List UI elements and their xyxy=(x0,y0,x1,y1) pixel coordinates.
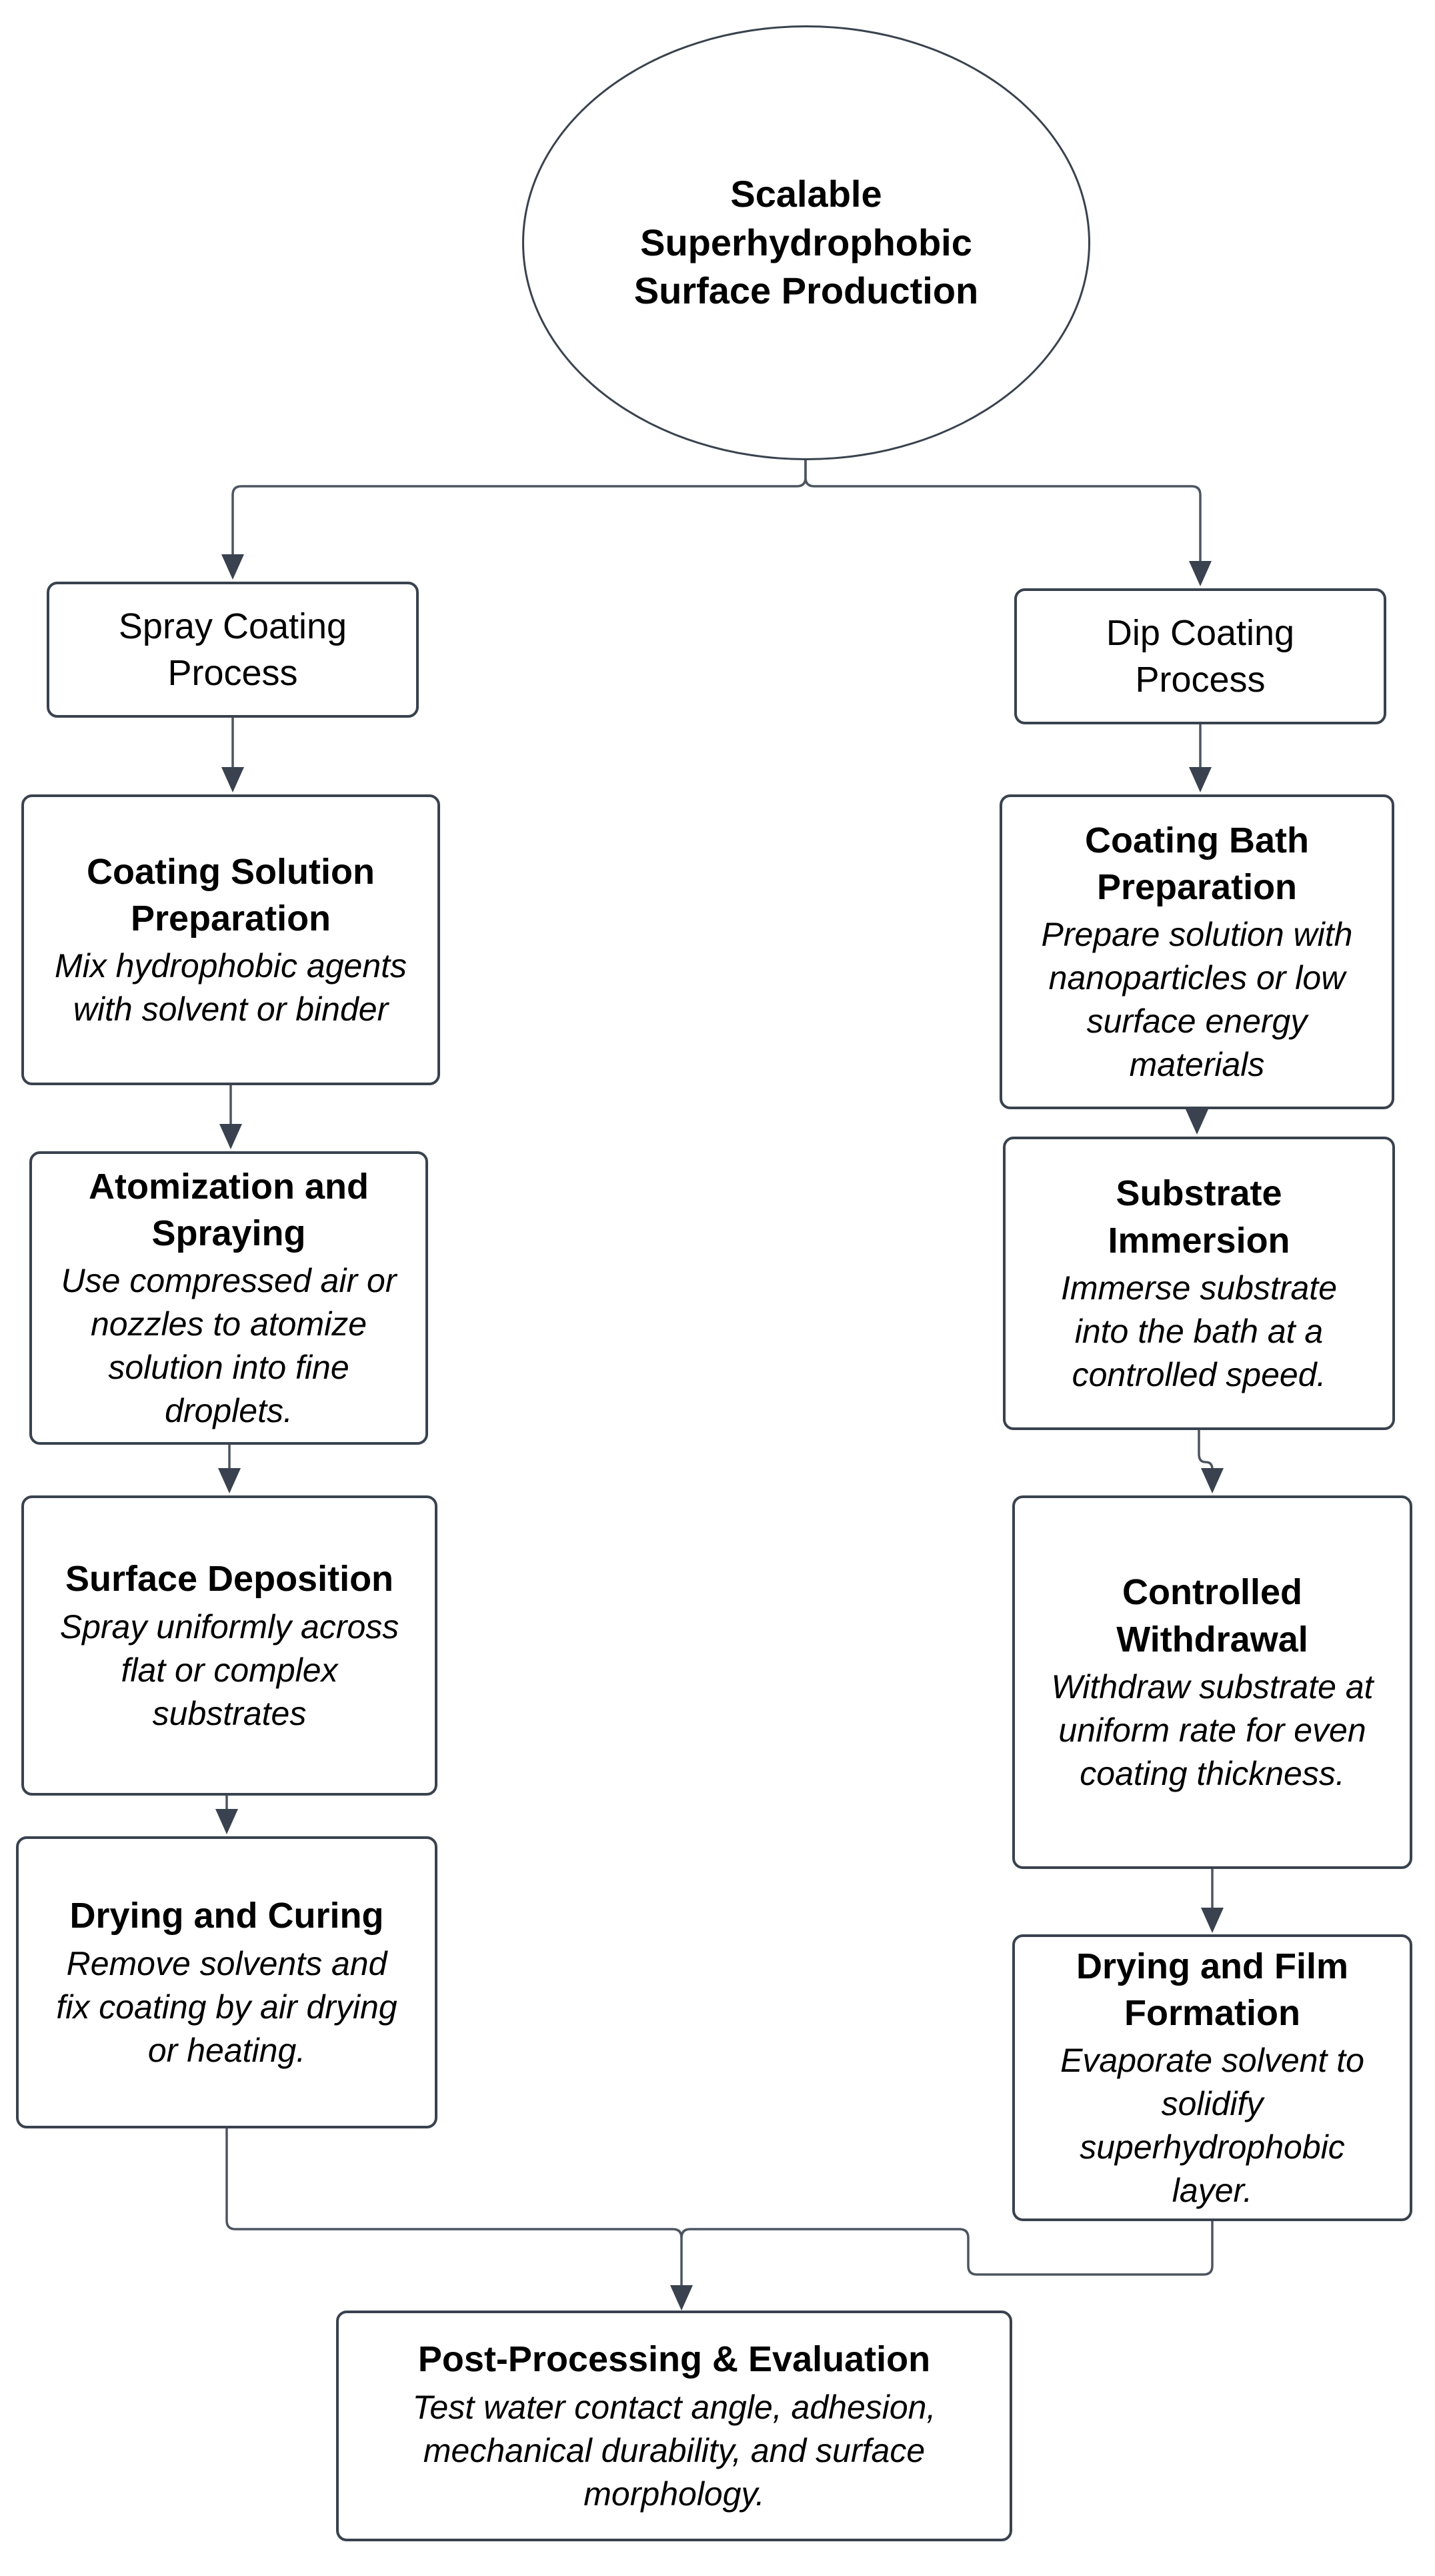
arrowhead-icon xyxy=(1189,767,1212,792)
arrowhead-icon xyxy=(1201,1468,1224,1493)
node-description: Immerse substrate into the bath at a con… xyxy=(1060,1269,1337,1393)
node-title: Spray Coating Process xyxy=(118,606,347,693)
node-title: Atomization and Spraying xyxy=(89,1166,369,1253)
arrowhead-icon xyxy=(218,1468,241,1493)
node-drying-and-film-formation: Drying and Film Formation Evaporate solv… xyxy=(1012,1934,1412,2221)
arrowhead-icon xyxy=(670,2285,693,2311)
node-title: Controlled Withdrawal xyxy=(1116,1572,1308,1660)
node-dip-coating-process: Dip Coating Process xyxy=(1014,588,1386,724)
arrowhead-icon xyxy=(1186,1109,1208,1135)
edge-drying-to-final xyxy=(225,2128,683,2285)
node-description: Use compressed air or nozzles to atomize… xyxy=(61,1262,397,1430)
node-title: Post-Processing & Evaluation xyxy=(417,2339,931,2380)
node-coating-solution-preparation: Coating Solution Preparation Mix hydroph… xyxy=(21,794,440,1085)
node-description: Evaporate solvent to solidify superhydro… xyxy=(1060,2042,1364,2210)
arrowhead-icon xyxy=(1201,1908,1224,1933)
arrowhead-icon xyxy=(221,767,244,792)
node-title: Drying and Film Formation xyxy=(1076,1946,1349,2033)
arrowhead-icon xyxy=(1189,561,1212,586)
node-spray-coating-process: Spray Coating Process xyxy=(47,582,419,718)
node-atomization-and-spraying: Atomization and Spraying Use compressed … xyxy=(29,1151,428,1445)
node-description: Remove solvents and fix coating by air d… xyxy=(56,1944,397,2069)
edge-film-to-final xyxy=(680,2221,1214,2276)
arrowhead-icon xyxy=(219,1124,242,1149)
arrowhead-icon xyxy=(221,554,244,580)
edge-root-to-dip xyxy=(804,460,1202,561)
node-title: Coating Solution Preparation xyxy=(87,851,375,938)
node-coating-bath-preparation: Coating Bath Preparation Prepare solutio… xyxy=(1000,794,1394,1109)
node-title: Substrate Immersion xyxy=(1108,1173,1290,1261)
node-post-processing-evaluation: Post-Processing & Evaluation Test water … xyxy=(336,2311,1012,2541)
node-title: Coating Bath Preparation xyxy=(1085,820,1309,907)
node-title: Scalable Superhydrophobic Surface Produc… xyxy=(633,172,979,312)
node-root: Scalable Superhydrophobic Surface Produc… xyxy=(522,25,1090,460)
arrowhead-icon xyxy=(215,1809,238,1834)
node-description: Test water contact angle, adhesion, mech… xyxy=(412,2388,936,2513)
node-substrate-immersion: Substrate Immersion Immerse substrate in… xyxy=(1003,1137,1395,1430)
edge-immersion-to-withdrawal xyxy=(1198,1430,1214,1470)
node-title: Surface Deposition xyxy=(65,1559,394,1599)
node-description: Spray uniformly across flat or complex s… xyxy=(59,1607,399,1732)
node-surface-deposition: Surface Deposition Spray uniformly acros… xyxy=(21,1495,437,1796)
node-description: Withdraw substrate at uniform rate for e… xyxy=(1051,1668,1374,1792)
node-title: Drying and Curing xyxy=(69,1896,384,1936)
node-controlled-withdrawal: Controlled Withdrawal Withdraw substrate… xyxy=(1012,1495,1412,1869)
node-description: Prepare solution with nanoparticles or l… xyxy=(1041,916,1353,1084)
edge-root-to-spray xyxy=(231,460,807,554)
node-description: Mix hydrophobic agents with solvent or b… xyxy=(54,947,407,1029)
node-title: Dip Coating Process xyxy=(1106,612,1295,700)
node-drying-and-curing: Drying and Curing Remove solvents and fi… xyxy=(16,1836,437,2128)
